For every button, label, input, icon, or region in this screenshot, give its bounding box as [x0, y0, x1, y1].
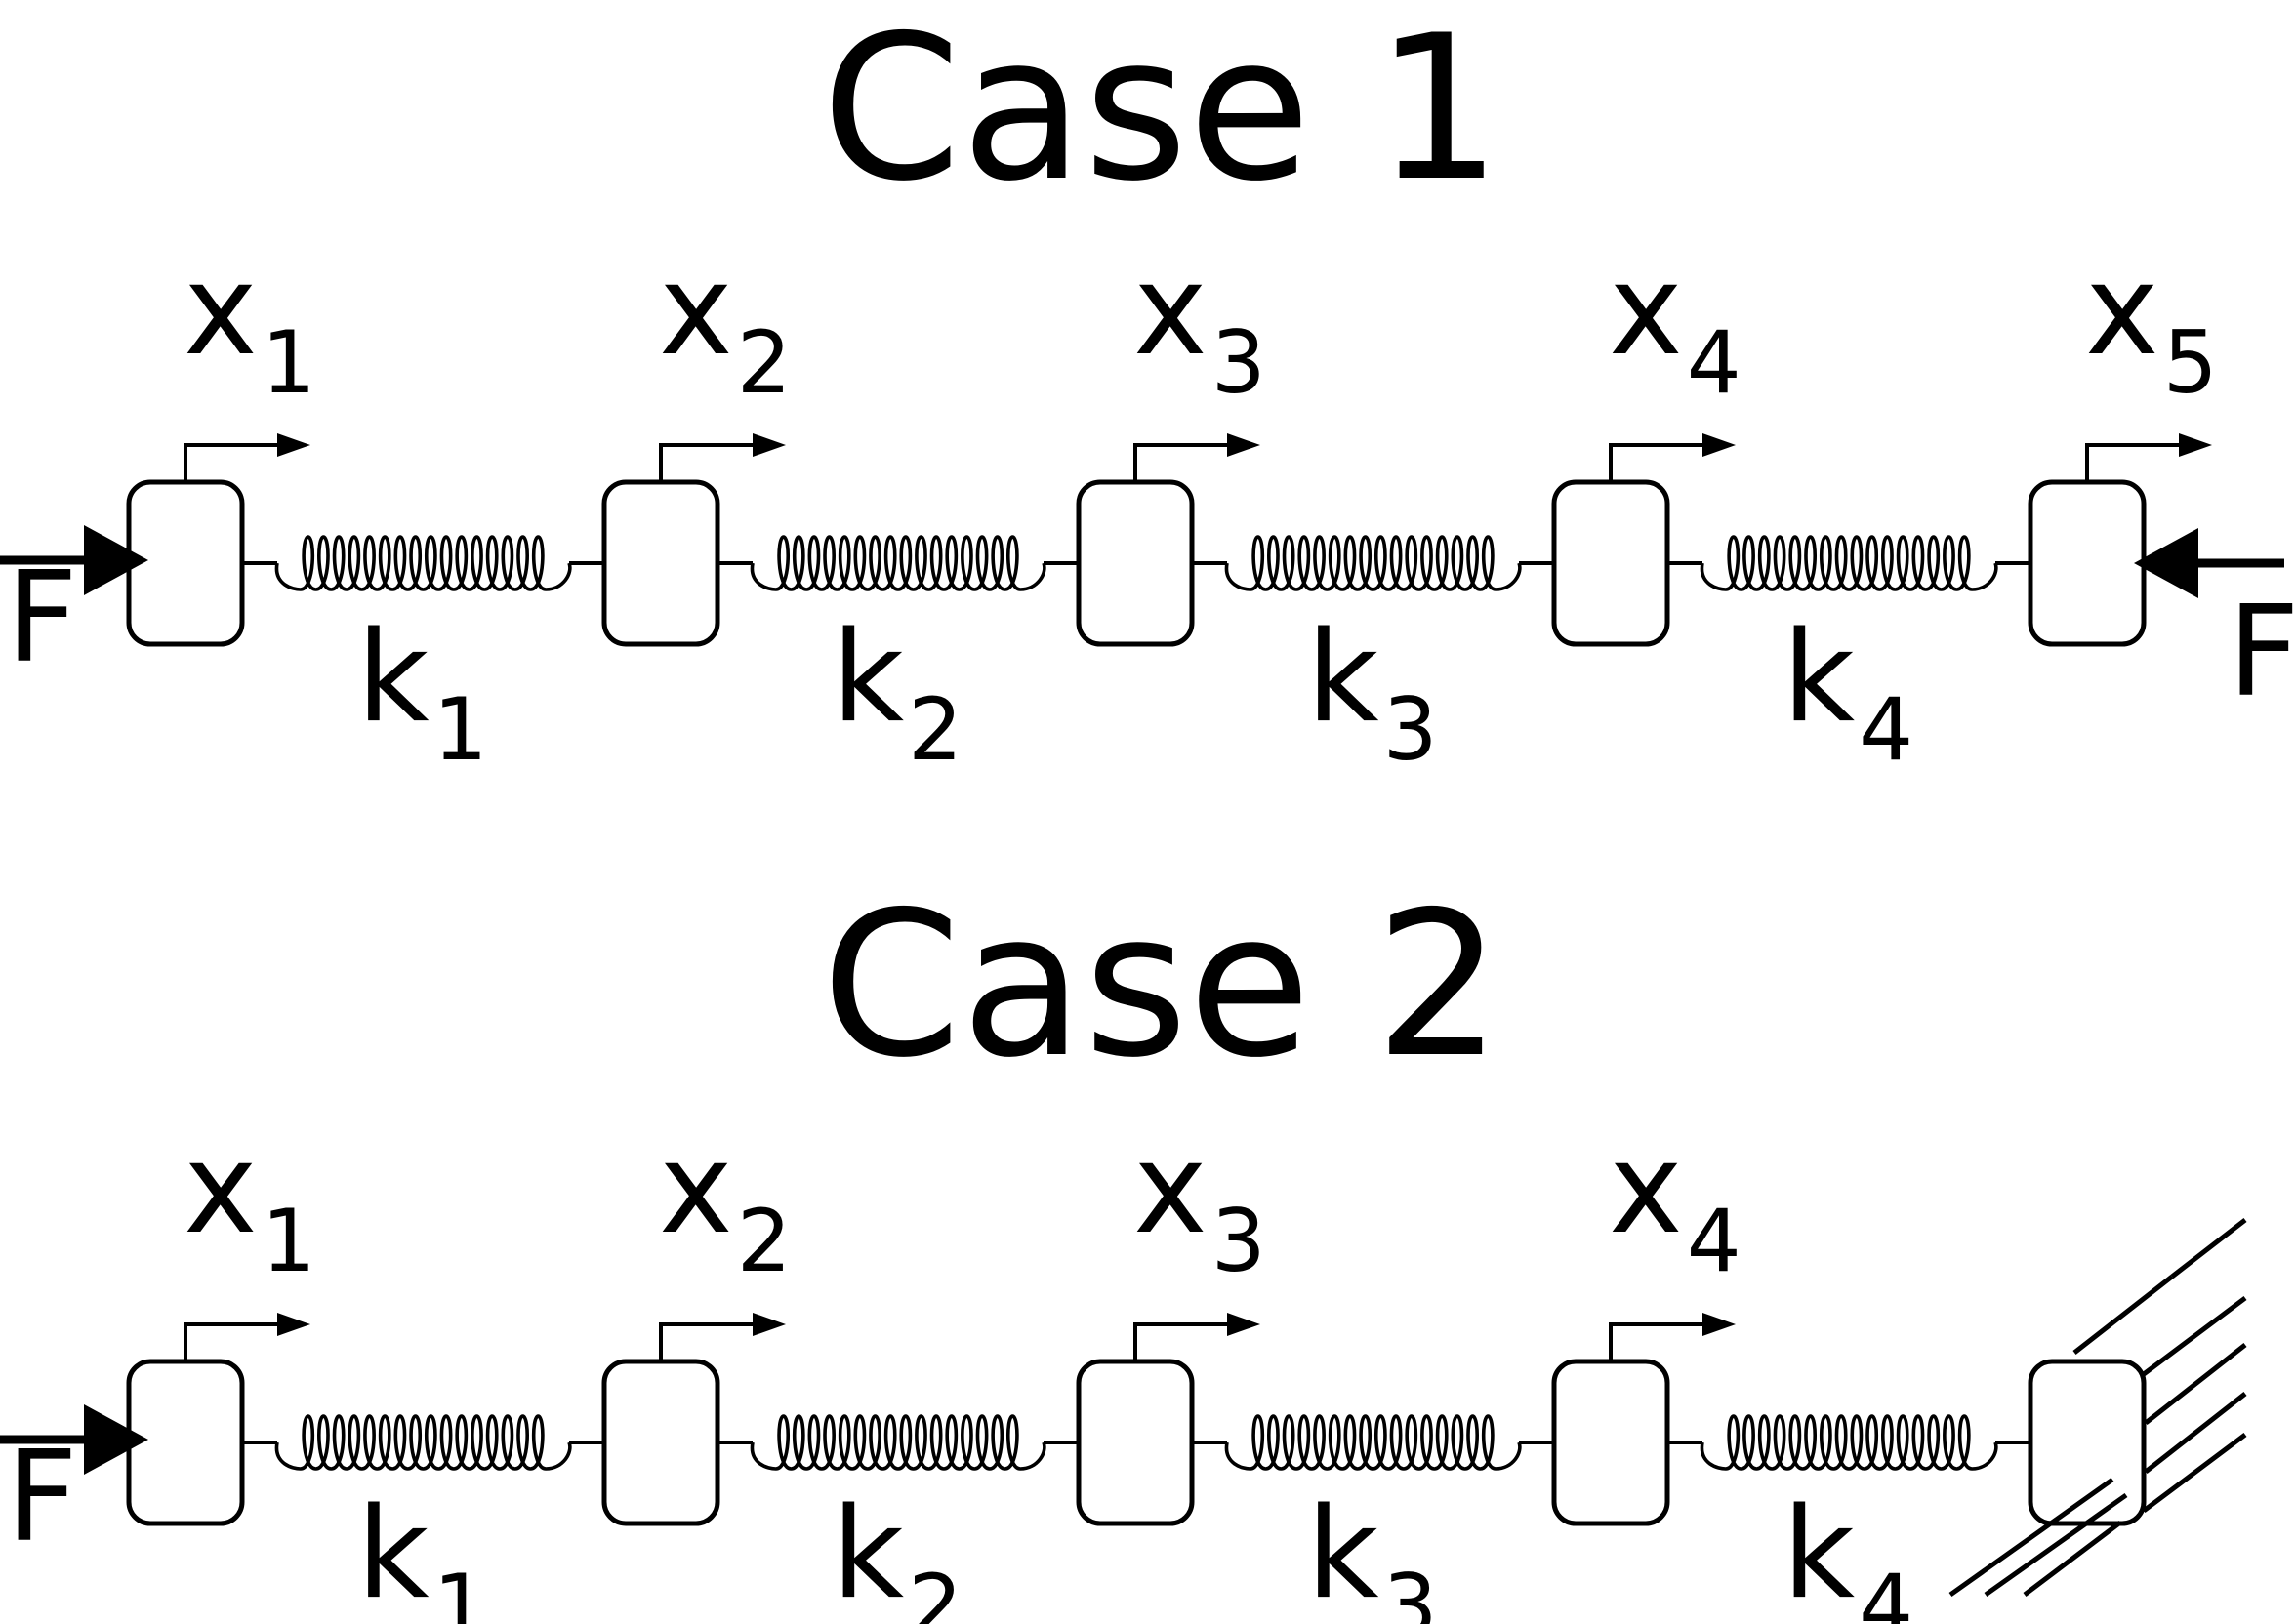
case1-mass-4 — [1551, 479, 1670, 647]
case2-displacement-label-x4: x4 — [1609, 1116, 1742, 1291]
case2-spring-label-k1: k1 — [357, 1482, 488, 1624]
case2-spring-label-k3-symbol: k — [1307, 1482, 1379, 1624]
case2-displacement-arrow-3 — [1133, 1313, 1260, 1361]
case2-displacement-label-x2: x2 — [659, 1116, 792, 1291]
case2-spring-label-k1-subscript: 1 — [433, 1556, 488, 1624]
case1-spring-label-k1-symbol: k — [357, 605, 430, 751]
case2-mass-3 — [1076, 1359, 1195, 1526]
case2-displacement-arrow-1 — [184, 1313, 310, 1361]
case1-mass-3 — [1076, 479, 1195, 647]
case2-displacement-label-x2-symbol: x — [659, 1116, 733, 1262]
case1-mass-1 — [126, 479, 245, 647]
case2-displacement-label-x4-subscript: 4 — [1687, 1191, 1742, 1291]
case2-spring-3 — [1192, 1414, 1554, 1471]
case2-spring-label-k4-symbol: k — [1783, 1482, 1855, 1624]
case1-mass-5 — [2028, 479, 2147, 647]
case2-displacement-label-x3-symbol: x — [1133, 1116, 1208, 1262]
case2-displacement-label-x1-subscript: 1 — [262, 1191, 316, 1291]
case1-force-label-left: F — [6, 546, 78, 691]
case1-displacement-label-x4: x4 — [1609, 238, 1742, 413]
case2-force-label-left: F — [6, 1425, 78, 1570]
case1-displacement-label-x4-subscript: 4 — [1687, 312, 1742, 413]
case1-spring-label-k2: k2 — [832, 605, 963, 780]
case1-displacement-label-x5-subscript: 5 — [2163, 312, 2218, 413]
case1-spring-label-k4-subscript: 4 — [1859, 679, 1913, 780]
case2-title: Case 2 — [821, 870, 1501, 1102]
case1-displacement-label-x1: x1 — [184, 238, 316, 413]
case1-displacement-label-x5-symbol: x — [2085, 238, 2159, 384]
case2-displacement-label-x1: x1 — [184, 1116, 316, 1291]
case1-spring-label-k3-subscript: 3 — [1383, 679, 1438, 780]
case1-displacement-label-x5: x5 — [2085, 238, 2218, 413]
case2-displacement-arrow-2 — [659, 1313, 786, 1361]
case2-mass-4 — [1551, 1359, 1670, 1526]
case2-mass-1 — [126, 1359, 245, 1526]
case2-spring-label-k3: k3 — [1307, 1482, 1438, 1624]
case2-spring-1 — [242, 1414, 604, 1471]
case2-displacement-label-x2-subscript: 2 — [737, 1191, 792, 1291]
case2-spring-label-k3-subscript: 3 — [1383, 1556, 1438, 1624]
case1-force-arrow-left — [0, 525, 148, 595]
case1-spring-label-k4: k4 — [1783, 605, 1913, 780]
case1-spring-label-k2-symbol: k — [832, 605, 904, 751]
case2-spring-label-k2-symbol: k — [832, 1482, 904, 1624]
case1-force-arrow-right — [2134, 528, 2284, 598]
case1-displacement-label-x1-subscript: 1 — [262, 312, 316, 413]
case1-force-label-right: F — [2228, 580, 2296, 725]
case1-spring-label-k4-symbol: k — [1783, 605, 1855, 751]
case1-displacement-arrow-3 — [1133, 433, 1260, 482]
case2-displacement-label-x3: x3 — [1133, 1116, 1266, 1291]
case2-spring-label-k2-subscript: 2 — [908, 1556, 963, 1624]
case1-spring-1 — [242, 535, 604, 591]
case2-spring-2 — [718, 1414, 1079, 1471]
case2-displacement-arrow-4 — [1609, 1313, 1736, 1361]
case1-title: Case 1 — [821, 0, 1501, 225]
case1-displacement-arrow-2 — [659, 433, 786, 482]
case1-spring-label-k1-subscript: 1 — [433, 679, 488, 780]
wall-hatch-icon — [1948, 1218, 2247, 1598]
case1-displacement-label-x1-symbol: x — [184, 238, 258, 384]
case1-spring-3 — [1192, 535, 1554, 591]
case1-spring-label-k1: k1 — [357, 605, 488, 780]
case2-spring-label-k1-symbol: k — [357, 1482, 430, 1624]
case1-spring-2 — [718, 535, 1079, 591]
case1-displacement-label-x3-symbol: x — [1133, 238, 1208, 384]
case1-spring-label-k3: k3 — [1307, 605, 1438, 780]
case2-displacement-label-x1-symbol: x — [184, 1116, 258, 1262]
case1-displacement-label-x4-symbol: x — [1609, 238, 1683, 384]
case1-displacement-label-x3: x3 — [1133, 238, 1266, 413]
case1-displacement-label-x2-symbol: x — [659, 238, 733, 384]
case2-displacement-label-x4-symbol: x — [1609, 1116, 1683, 1262]
case2-spring-label-k4: k4 — [1783, 1482, 1913, 1624]
case2-force-arrow-left — [0, 1404, 148, 1475]
case1-spring-label-k2-subscript: 2 — [908, 679, 963, 780]
case1-spring-4 — [1667, 535, 2030, 591]
case2-mass-2 — [601, 1359, 720, 1526]
case1-displacement-arrow-1 — [184, 433, 310, 482]
case1-displacement-label-x3-subscript: 3 — [1211, 312, 1266, 413]
case1-displacement-label-x2-subscript: 2 — [737, 312, 792, 413]
case1-spring-label-k3-symbol: k — [1307, 605, 1379, 751]
case2-spring-4 — [1667, 1414, 2030, 1471]
case2-displacement-label-x3-subscript: 3 — [1211, 1191, 1266, 1291]
case2-spring-label-k4-subscript: 4 — [1859, 1556, 1913, 1624]
case1-displacement-label-x2: x2 — [659, 238, 792, 413]
case1-displacement-arrow-5 — [2085, 433, 2212, 482]
case1-mass-2 — [601, 479, 720, 647]
case2-spring-label-k2: k2 — [832, 1482, 963, 1624]
case1-displacement-arrow-4 — [1609, 433, 1736, 482]
